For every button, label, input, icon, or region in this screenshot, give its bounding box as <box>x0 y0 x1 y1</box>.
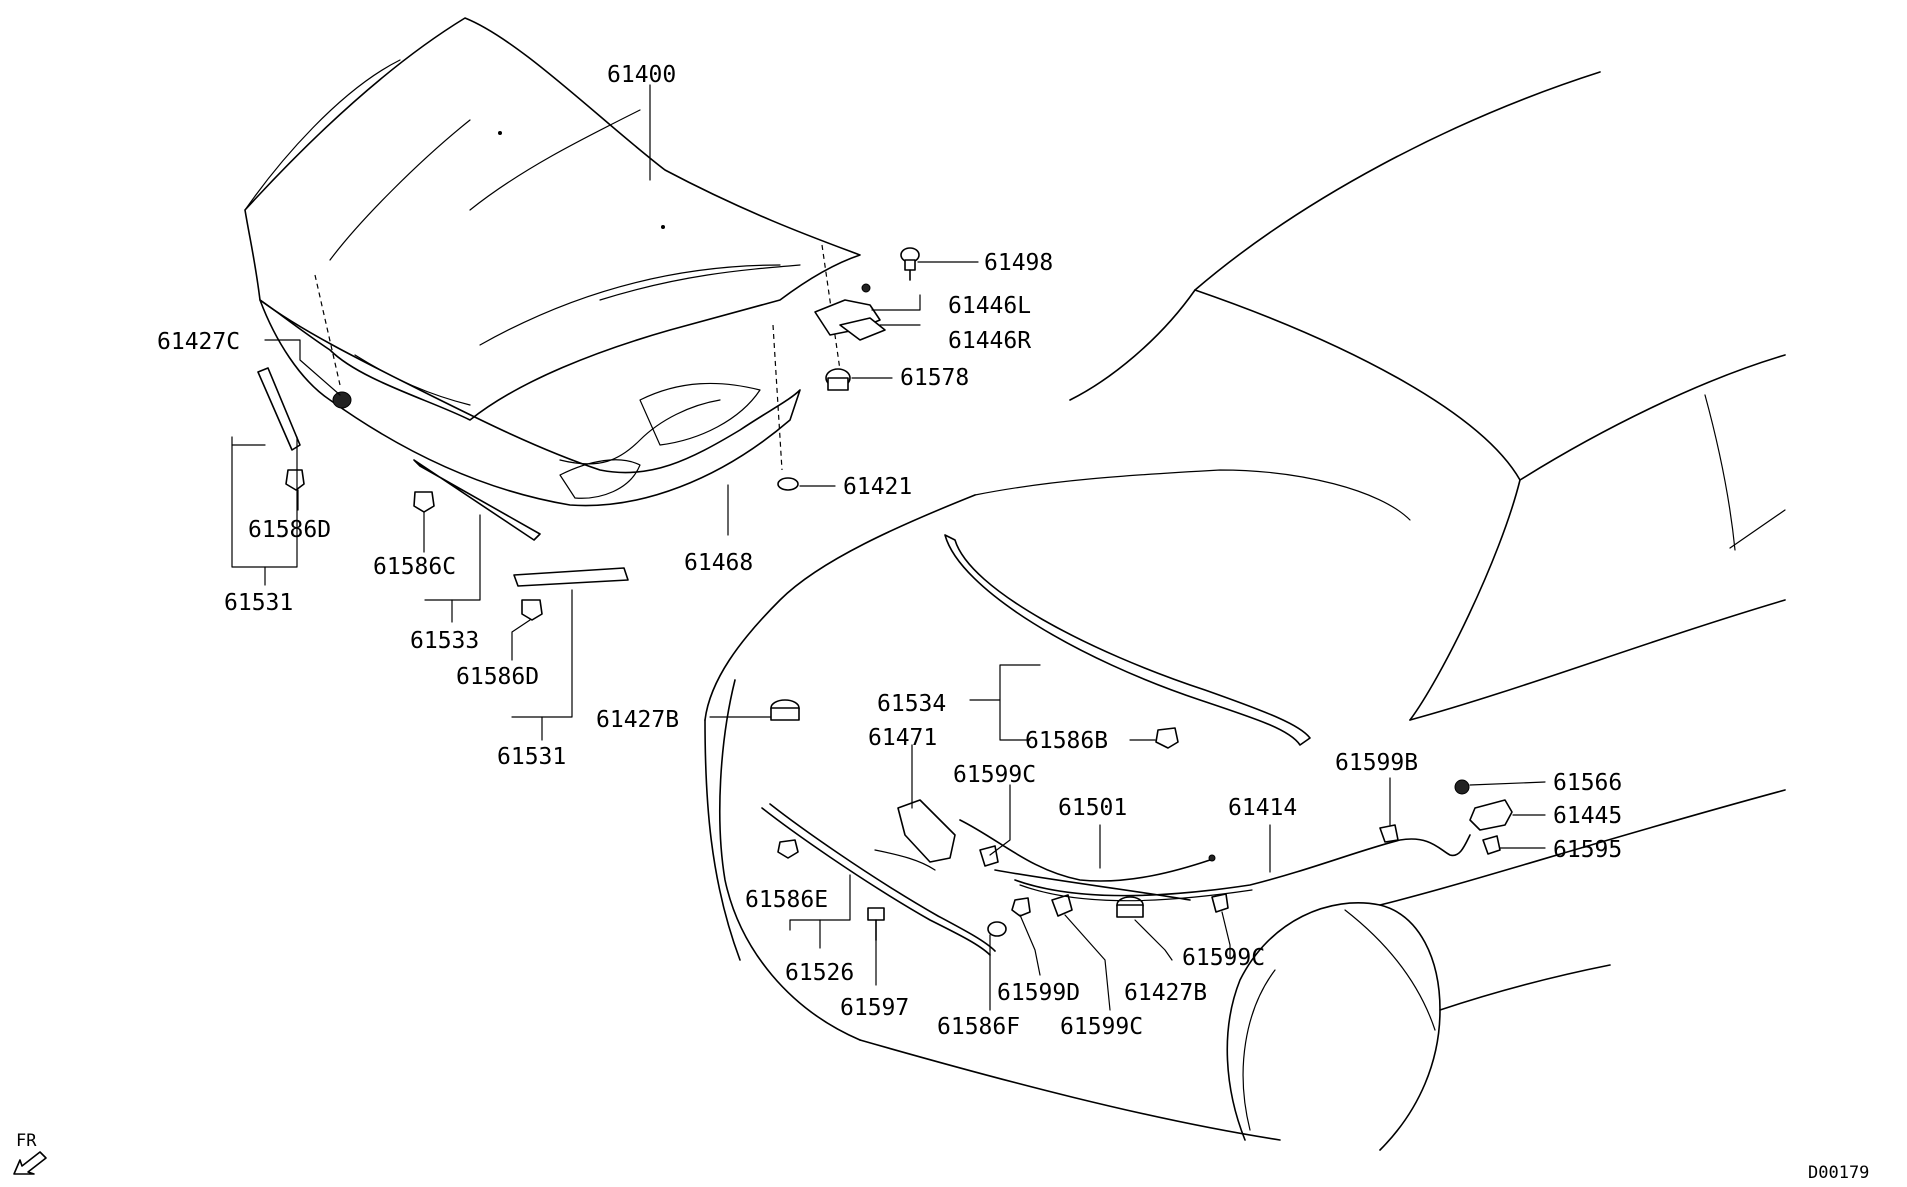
label-61531-lower: 61531 <box>497 744 566 770</box>
label-61533: 61533 <box>410 628 479 654</box>
label-61400: 61400 <box>607 62 676 88</box>
part-labels: 61400 61498 61446L 61446R 61578 61421 61… <box>157 62 1622 1040</box>
release-cable-part <box>959 819 1211 882</box>
screw-part <box>1454 779 1470 795</box>
hood-panel <box>244 17 861 507</box>
label-61421: 61421 <box>843 474 912 500</box>
clip-95-part <box>1482 835 1501 855</box>
release-handle-part <box>1469 799 1513 831</box>
label-61498: 61498 <box>984 250 1053 276</box>
front-direction-label: FR <box>16 1131 37 1151</box>
clamp-c-upper-part <box>979 845 999 867</box>
clip-b-part <box>1155 727 1179 749</box>
car-body-outline <box>704 71 1786 1151</box>
hinge-bolt-part <box>900 247 920 281</box>
label-61414: 61414 <box>1228 795 1297 821</box>
side-seal-upper-part <box>257 367 301 451</box>
label-61586b: 61586B <box>1025 728 1108 754</box>
stopper-b-left-part <box>770 699 800 721</box>
label-61531-upper: 61531 <box>224 590 293 616</box>
front-seal-strip-part <box>413 459 541 541</box>
clamp-c-lower-part <box>1051 894 1073 917</box>
clip-d-lower-part <box>521 599 543 621</box>
label-61445: 61445 <box>1553 803 1622 829</box>
leader-lines <box>231 84 1546 1011</box>
clip-d-upper-part <box>285 469 305 491</box>
label-61501: 61501 <box>1058 795 1127 821</box>
label-61586d-upper: 61586D <box>248 517 331 543</box>
cable-assy-part <box>1014 834 1471 897</box>
label-61526: 61526 <box>785 960 854 986</box>
front-arrow-icon <box>13 1151 47 1175</box>
hood-latch-part <box>874 799 956 871</box>
label-61597: 61597 <box>840 995 909 1021</box>
label-61599b: 61599B <box>1335 750 1418 776</box>
label-61446r: 61446R <box>948 328 1031 354</box>
label-61599c-upper: 61599C <box>953 762 1036 788</box>
front-direction-indicator: FR <box>13 1131 47 1175</box>
label-61586c: 61586C <box>373 554 456 580</box>
clamp-b-part <box>1379 824 1399 843</box>
label-61599c-lower: 61599C <box>1060 1014 1143 1040</box>
hood-bumper-part <box>825 368 851 391</box>
label-61586e: 61586E <box>745 887 828 913</box>
label-61534: 61534 <box>877 691 946 717</box>
label-61599c-right: 61599C <box>1182 945 1265 971</box>
label-61578: 61578 <box>900 365 969 391</box>
label-61427b-right: 61427B <box>1124 980 1207 1006</box>
label-61427b-left: 61427B <box>596 707 679 733</box>
label-61471: 61471 <box>868 725 937 751</box>
bolt-part <box>867 907 885 941</box>
label-61427c: 61427C <box>157 329 240 355</box>
clamp-d-part <box>1011 897 1031 917</box>
label-61446l: 61446L <box>948 293 1031 319</box>
label-61468: 61468 <box>684 550 753 576</box>
clamp-c-right-part <box>1211 893 1229 913</box>
clip-c-part <box>413 491 435 513</box>
support-rod-part <box>761 807 991 956</box>
label-61586f: 61586F <box>937 1014 1020 1040</box>
label-61586d-lower: 61586D <box>456 664 539 690</box>
stopper-c-part <box>332 391 352 409</box>
label-61566: 61566 <box>1553 770 1622 796</box>
weatherstrip-part <box>944 534 1311 746</box>
clip-f-part <box>987 921 1007 937</box>
label-61595: 61595 <box>1553 837 1622 863</box>
label-61599d: 61599D <box>997 980 1080 1006</box>
hood-nut-part <box>777 477 799 491</box>
diagram-id: D00179 <box>1808 1163 1869 1183</box>
hood-hinge-part <box>814 283 886 341</box>
clip-e-part <box>777 839 799 859</box>
side-seal-lower-part <box>513 567 629 587</box>
